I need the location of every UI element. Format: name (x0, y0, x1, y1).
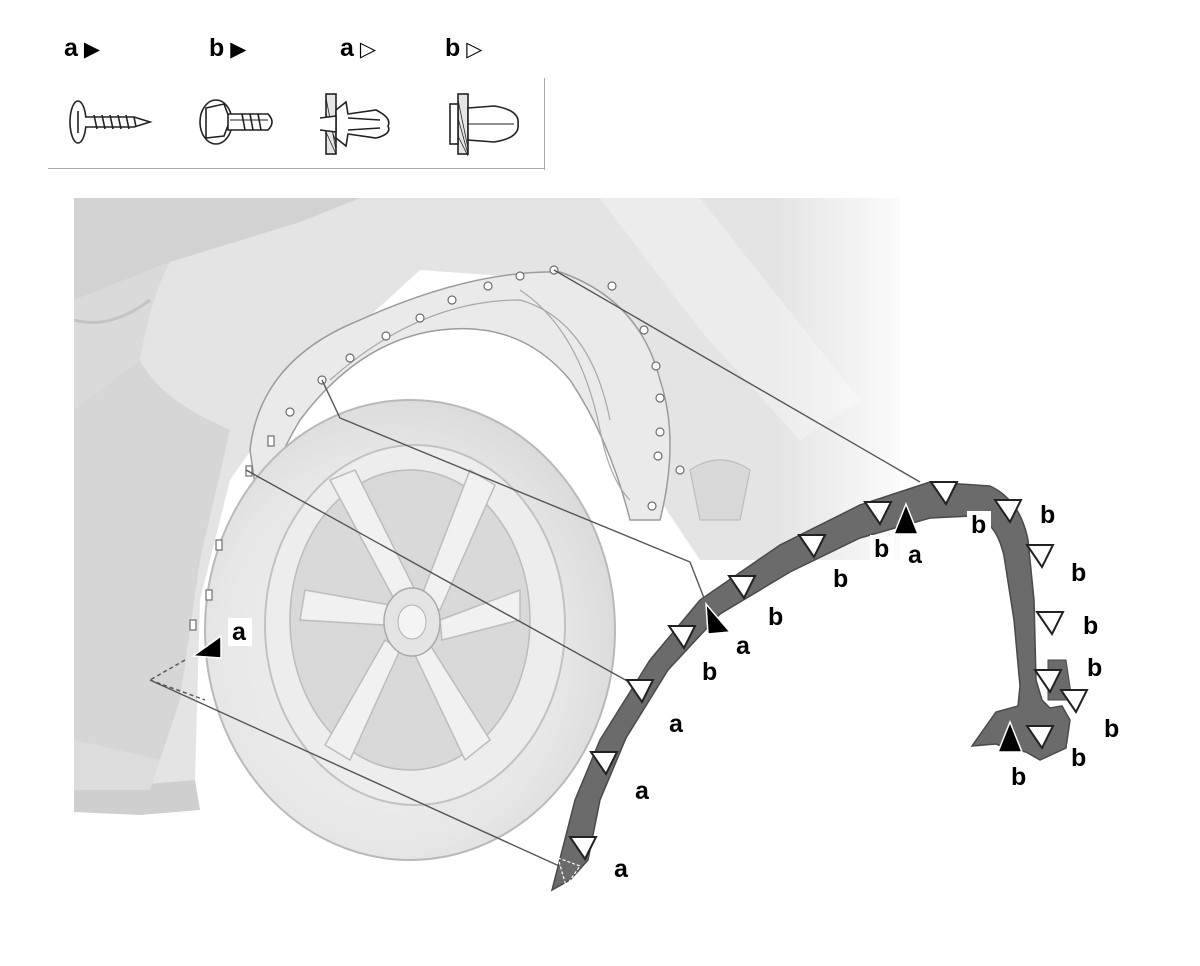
callout-label-background (1067, 559, 1091, 587)
callout-label-background (1100, 715, 1124, 743)
callout-label-a: a (908, 541, 923, 569)
clip-marker-icon (929, 481, 959, 506)
callout-label-b: b (702, 658, 717, 686)
callout-label-b: b (1040, 501, 1055, 529)
clip-marker-icon (1059, 689, 1089, 714)
screw-marker-icon (996, 719, 1024, 753)
clip-marker-icon (993, 499, 1023, 524)
clip-marker-icon (797, 534, 827, 559)
clip-marker-icon (625, 679, 655, 704)
callout-label-a: a (736, 632, 751, 660)
flange-bolt-icon (199, 99, 273, 145)
leader-lines (149, 269, 921, 871)
callout-label-b: b (971, 511, 986, 539)
clip-marker-icon (1033, 669, 1063, 694)
callout-label-background (228, 618, 252, 646)
legend-frame-vertical (544, 78, 545, 170)
screw-marker-icon (190, 634, 222, 659)
callout-label-background (904, 541, 928, 569)
callout-label-background (1067, 744, 1091, 772)
clip-a-icon (319, 93, 390, 155)
callout-label-background (610, 855, 634, 883)
callout-label-a: a (614, 855, 629, 883)
callout-label-background (1083, 654, 1107, 682)
callout-label-background (764, 603, 788, 631)
callout-label-background (1007, 763, 1031, 791)
clip-marker-icon (727, 575, 757, 600)
callout-label-b: b (1011, 763, 1026, 791)
callout-label-background (870, 535, 894, 563)
screw-marker-icon (705, 601, 732, 635)
clip-marker-icon (589, 751, 619, 776)
clip-marker-icon (667, 625, 697, 650)
legend-heading-a-filled: a▶ (64, 34, 101, 62)
clip-marker-icon (1025, 544, 1055, 569)
tapping-screw-icon (69, 100, 153, 144)
callout-label-background (631, 777, 655, 805)
callout-label-background (967, 511, 991, 539)
clip-b-icon (449, 93, 519, 156)
callout-label-b: b (1104, 715, 1119, 743)
callout-label-b: b (1087, 654, 1102, 682)
callout-label-b: b (768, 603, 783, 631)
callout-label-background (698, 658, 722, 686)
callout-label-a: a (635, 777, 650, 805)
callout-label-b: b (1071, 559, 1086, 587)
callout-label-b: b (1083, 612, 1098, 640)
callout-label-background (665, 710, 689, 738)
callout-label-a: a (669, 710, 684, 738)
clip-marker-icon (568, 836, 598, 861)
callout-label-b: b (1071, 744, 1086, 772)
callout-label-background (1036, 501, 1060, 529)
callout-label-b: b (833, 565, 848, 593)
callout-label-background (732, 632, 756, 660)
callout-label-b: b (874, 535, 889, 563)
clip-marker-icon (1025, 725, 1055, 750)
clip-marker-icon (863, 501, 893, 526)
legend-frame-horizontal (48, 168, 545, 169)
screw-marker-icon (892, 501, 920, 535)
clip-marker-icon (1035, 611, 1065, 636)
callout-label-background (829, 565, 853, 593)
callout-label-a: a (232, 618, 247, 646)
legend-heading-b-filled: b▶ (209, 34, 247, 62)
callout-label-background (1079, 612, 1103, 640)
legend-heading-a-hollow: a▷ (340, 34, 377, 62)
legend-heading-b-hollow: b▷ (445, 34, 483, 62)
fastener-legend: a▶ b▶ a▷ b▷ (0, 0, 560, 180)
tire-and-wheel (204, 399, 616, 861)
